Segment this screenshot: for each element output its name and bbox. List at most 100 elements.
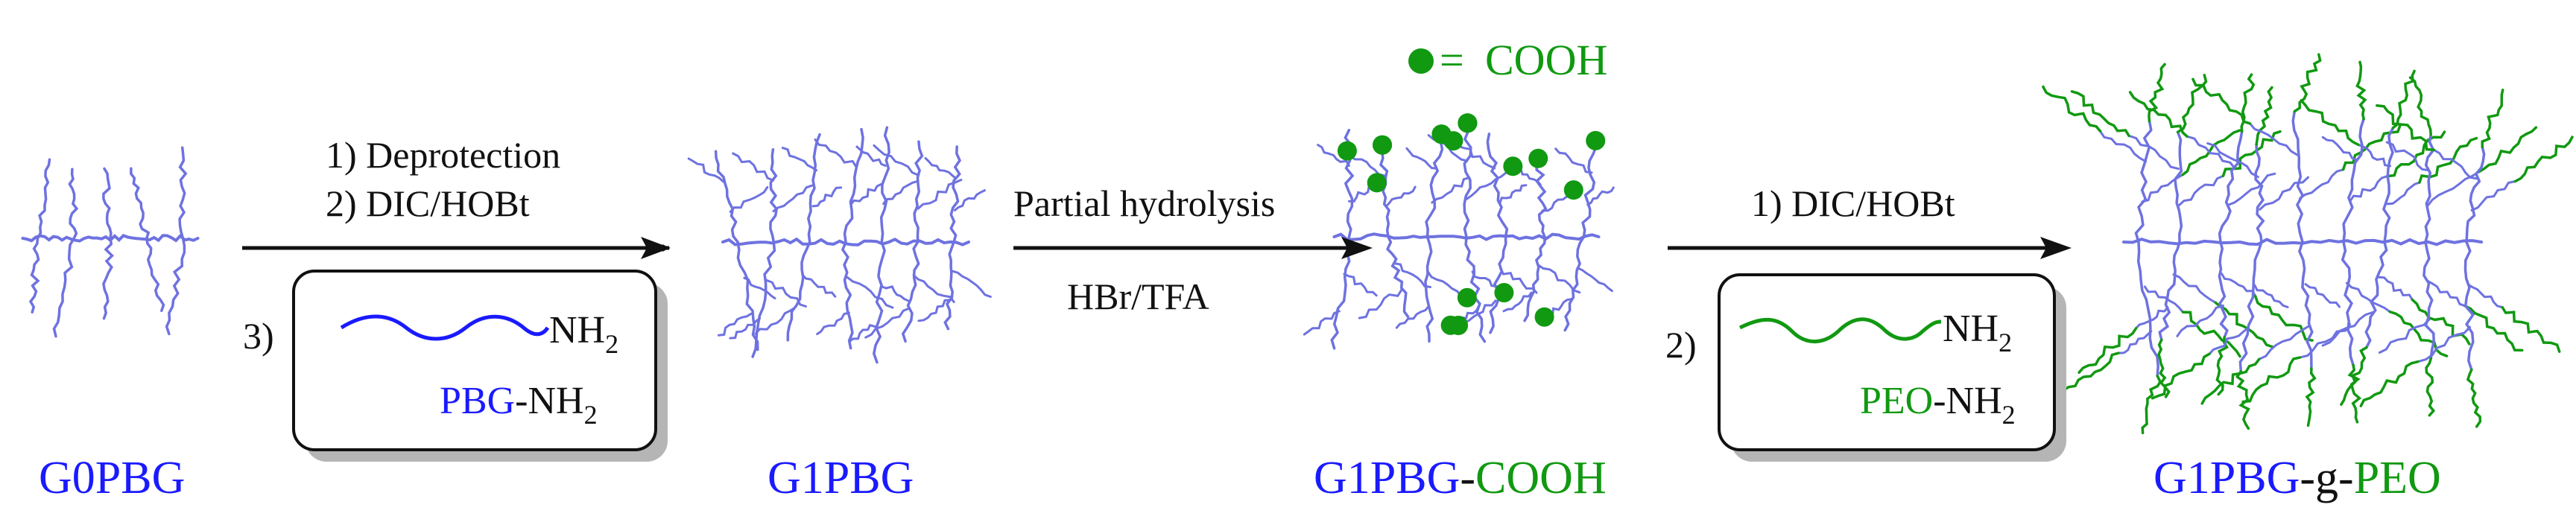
arrowhead-2 xyxy=(1341,237,1373,259)
branch xyxy=(873,144,920,176)
label-g0pbg: G0PBG xyxy=(39,453,185,503)
arm xyxy=(2218,130,2244,244)
peo-graft xyxy=(2042,85,2102,133)
branch xyxy=(2117,330,2153,354)
reagent-box-1 xyxy=(292,270,657,451)
cooh-dot xyxy=(1528,148,1548,168)
arm xyxy=(68,168,79,240)
branch xyxy=(2417,325,2471,363)
label-g1pbg-g-peo: G1PBG-g-PEO xyxy=(2153,453,2441,503)
cooh-dot xyxy=(1457,287,1477,308)
cooh-dot xyxy=(1458,113,1478,133)
g0pbg-structure xyxy=(21,146,200,338)
cooh-dot xyxy=(1586,130,1606,150)
branch xyxy=(1431,176,1471,204)
branch xyxy=(781,147,818,172)
g1pbg-cooh-structure xyxy=(1303,113,1615,350)
peo-graft xyxy=(2293,53,2322,113)
peo-graft xyxy=(2181,311,2241,358)
branch xyxy=(849,182,883,206)
branch xyxy=(2253,284,2289,308)
arm xyxy=(843,127,864,244)
arm xyxy=(2382,127,2395,244)
branch xyxy=(2470,180,2516,211)
peo-graft xyxy=(2481,89,2504,149)
arm xyxy=(913,140,924,244)
branch xyxy=(2377,276,2414,301)
arm xyxy=(2422,241,2435,360)
arm xyxy=(102,237,115,320)
peo-graft xyxy=(2148,63,2166,123)
cooh-dot xyxy=(1494,283,1514,303)
branch xyxy=(732,152,775,182)
branch xyxy=(846,276,894,309)
branch xyxy=(2321,311,2374,347)
arm xyxy=(2174,130,2183,244)
peo-graft xyxy=(2215,336,2229,396)
cooh-dot xyxy=(1449,316,1469,336)
arm xyxy=(165,237,186,336)
arm xyxy=(102,167,113,240)
branch xyxy=(1576,267,1613,293)
arm xyxy=(1386,235,1410,319)
arm xyxy=(2238,241,2263,373)
peo-graft xyxy=(2300,99,2360,147)
branch xyxy=(2321,136,2358,162)
branch xyxy=(1537,264,1581,294)
peo-graft xyxy=(2241,356,2302,404)
peo-graft xyxy=(2235,370,2250,430)
branch xyxy=(2258,325,2310,360)
branch xyxy=(2378,318,2431,354)
step2-partial-hydrolysis: Partial hydrolysis xyxy=(1013,182,1275,224)
branch xyxy=(801,273,837,298)
arm xyxy=(786,241,811,342)
arm xyxy=(1379,143,1391,238)
peo-graft xyxy=(2070,90,2130,138)
branch xyxy=(718,312,753,337)
arm xyxy=(130,167,151,240)
g1pbg-g-peo-structure xyxy=(2042,53,2574,435)
peo-graft xyxy=(2513,136,2574,183)
peo-graft xyxy=(2425,357,2436,417)
arm xyxy=(2424,133,2435,244)
branch xyxy=(912,273,955,303)
cooh-dot xyxy=(1373,135,1393,155)
branch xyxy=(1405,147,1438,170)
reagent-box-2 xyxy=(1718,273,2056,451)
branch xyxy=(1502,291,1533,313)
peo-graft xyxy=(2478,126,2538,174)
legend-cooh: COOH xyxy=(1485,36,1607,84)
arm xyxy=(879,126,890,244)
branch xyxy=(1466,171,1507,200)
legend-equals: = xyxy=(1440,36,1464,84)
branch xyxy=(2098,130,2148,163)
branch xyxy=(743,276,776,300)
arm xyxy=(841,241,854,350)
branch xyxy=(2385,141,2431,172)
cooh-dot xyxy=(1431,124,1452,144)
branch xyxy=(814,138,858,168)
arm xyxy=(949,145,962,244)
arm xyxy=(806,133,821,244)
arm xyxy=(1424,235,1434,343)
branch xyxy=(2143,285,2184,313)
arm xyxy=(2291,109,2304,244)
peo-graft xyxy=(2347,363,2362,424)
branch xyxy=(2176,304,2224,337)
branch xyxy=(1303,310,1341,336)
cooh-dot xyxy=(1534,307,1554,327)
arm xyxy=(2463,241,2475,372)
arm xyxy=(2254,143,2265,244)
peo-graft xyxy=(2386,130,2446,178)
step1-num3: 3) xyxy=(243,315,274,357)
arm xyxy=(36,158,51,240)
peo-graft xyxy=(2305,367,2317,427)
arm xyxy=(2364,241,2388,349)
branch xyxy=(1499,184,1528,204)
arm xyxy=(736,241,759,351)
arm xyxy=(1581,139,1598,238)
branch xyxy=(816,311,850,336)
branch xyxy=(2186,135,2236,170)
arm xyxy=(1489,235,1507,334)
